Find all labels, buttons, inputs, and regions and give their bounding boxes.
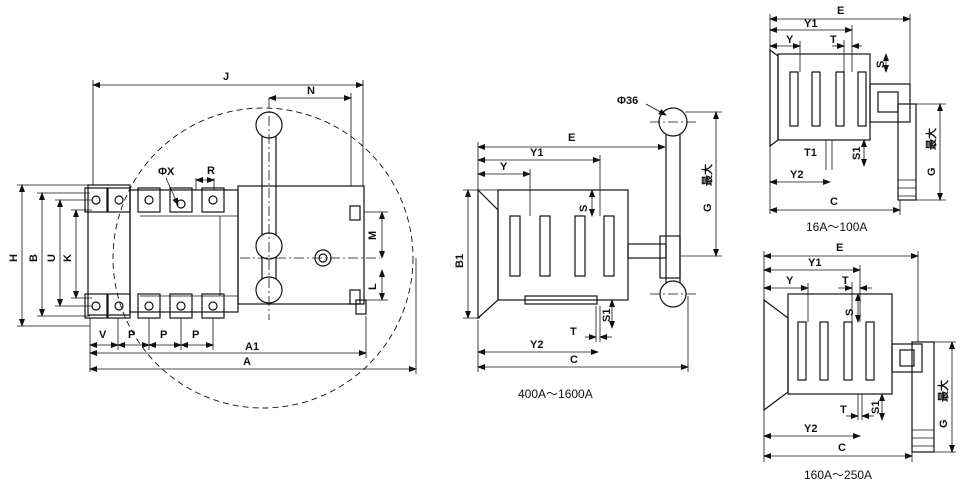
- dim-label-S1-small: S1: [851, 147, 863, 160]
- dim-label-B: B: [28, 254, 40, 262]
- dim-label-G-medium: G: [938, 419, 950, 428]
- dim-label-P2: P: [160, 329, 167, 341]
- dim-label-Y1-medium: Y1: [808, 257, 821, 269]
- top-terminals: [84, 187, 225, 213]
- dim-label-P1: P: [128, 329, 135, 341]
- dim-label-A: A: [243, 356, 251, 368]
- bottom-terminals: [84, 293, 225, 319]
- dim-label-T-medium: T: [842, 275, 849, 287]
- dim-label-J: J: [223, 71, 229, 83]
- dim-label-S1-large: S1: [601, 309, 613, 322]
- dim-label-H: H: [8, 254, 20, 262]
- dim-label-Y-medium: Y: [786, 275, 794, 287]
- dim-label-phiX: ΦX: [158, 166, 175, 178]
- side-view-small: E Y1 Y T S T1 S1 Y2 C G 最大: [769, 5, 946, 234]
- side-view-medium: E Y1 Y T S T S1 Y2 C: [763, 242, 956, 482]
- dim-label-Y2-medium: Y2: [804, 423, 817, 435]
- front-view: J N ΦX R H B U K M L: [8, 71, 417, 409]
- dim-label-L: L: [367, 283, 379, 290]
- dim-label-E-medium: E: [836, 242, 843, 254]
- dim-label-S-large: S: [578, 205, 590, 212]
- dim-label-P3: P: [192, 329, 199, 341]
- dim-label-A1: A1: [245, 341, 259, 353]
- dim-label-C-large: C: [570, 354, 578, 366]
- handle-small: [897, 103, 917, 201]
- dim-label-Y2-large: Y2: [530, 339, 543, 351]
- caption-large: 400A～1600A: [518, 387, 593, 401]
- dim-label-S1-medium: S1: [870, 401, 882, 414]
- dim-label-max-small: 最大: [924, 128, 938, 150]
- dim-label-G-small: G: [926, 167, 938, 176]
- dim-label-max-medium: 最大: [936, 380, 950, 402]
- dim-label-Y1-large: Y1: [530, 147, 543, 159]
- lock-hole: [314, 249, 332, 267]
- dim-label-B1: B1: [454, 254, 466, 268]
- dim-label-T-large: T: [570, 326, 577, 338]
- dim-label-E-small: E: [837, 5, 844, 17]
- handle-medium: [911, 341, 935, 453]
- dim-label-T-small: T: [830, 34, 837, 46]
- switch-body-right: [237, 185, 365, 305]
- dim-label-max-large: 最大: [700, 164, 714, 186]
- dim-label-Y-small: Y: [786, 34, 794, 46]
- dim-label-C-small: C: [830, 196, 838, 208]
- dim-label-E-large: E: [568, 132, 575, 144]
- dim-label-Y-large: Y: [500, 161, 508, 173]
- body-medium: [787, 293, 893, 395]
- body-small: [777, 53, 871, 141]
- dim-label-G-large: G: [702, 203, 714, 212]
- caption-small: 16A～100A: [806, 220, 867, 234]
- caption-medium: 160A～250A: [804, 468, 872, 482]
- handle-rod-large: [665, 129, 681, 295]
- dim-label-V: V: [99, 329, 107, 341]
- dim-label-Y2-small: Y2: [790, 169, 803, 181]
- dim-label-T2-medium: T: [840, 404, 847, 416]
- dim-label-S-medium: S: [844, 309, 856, 316]
- dim-label-T1-small: T1: [804, 147, 817, 159]
- dim-label-S-small: S: [875, 61, 887, 68]
- dim-label-phi36: Φ36: [617, 95, 638, 107]
- dim-label-K: K: [62, 254, 74, 262]
- dim-label-U: U: [46, 254, 58, 262]
- dim-label-Y1-small: Y1: [804, 18, 817, 30]
- dim-label-M: M: [367, 231, 379, 240]
- handle-swing-circle: [112, 107, 414, 409]
- body-large: [497, 189, 629, 301]
- dim-label-C-medium: C: [838, 442, 846, 454]
- dim-label-R: R: [207, 165, 215, 177]
- left-end-plate: [87, 184, 131, 316]
- dim-label-N: N: [307, 85, 315, 97]
- side-view-large: Φ36 E Y1 Y S B1 G 最大 T S1: [454, 95, 722, 401]
